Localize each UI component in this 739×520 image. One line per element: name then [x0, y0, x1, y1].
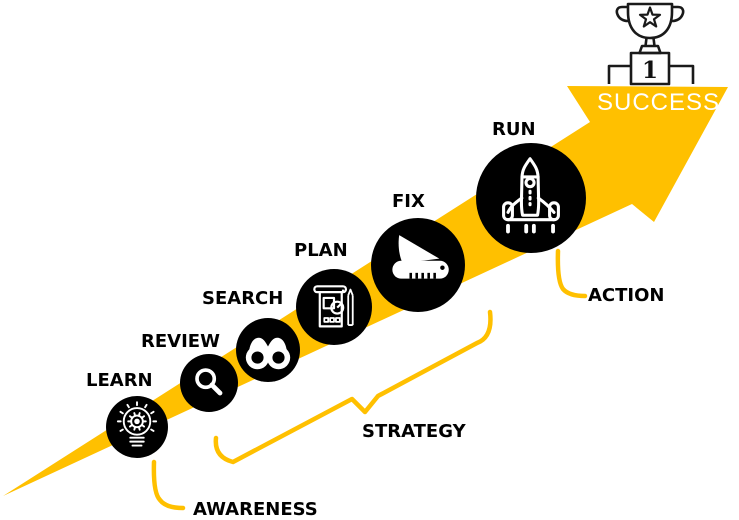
- awareness-connector-line: [151, 459, 186, 511]
- step-label-run: RUN: [492, 119, 536, 140]
- step-label-search: SEARCH: [202, 288, 284, 309]
- podium-left-step: [607, 64, 631, 84]
- podium-rank-number: 1: [642, 57, 658, 84]
- trophy-star: [638, 6, 662, 28]
- step-circle-review: [180, 354, 238, 412]
- success-label: SUCCESS: [597, 89, 721, 116]
- trophy-podium-icon: 1: [607, 2, 695, 86]
- phase-label-action: ACTION: [588, 285, 665, 306]
- step-circle-plan: [296, 269, 372, 345]
- lightbulb-gear-icon: [116, 401, 158, 447]
- action-connector-line: [555, 248, 588, 299]
- trophy-cup: [626, 2, 674, 40]
- strategy-brace: [213, 309, 493, 465]
- trophy-right-handle: [671, 5, 685, 23]
- step-label-review: REVIEW: [141, 331, 220, 352]
- step-label-fix: FIX: [392, 191, 425, 212]
- step-label-plan: PLAN: [294, 240, 348, 261]
- podium-right-step: [669, 64, 695, 84]
- binoculars-icon: [245, 337, 291, 370]
- rocket-icon: [502, 157, 560, 234]
- phase-label-awareness: AWARENESS: [193, 499, 318, 520]
- magnifying-glass-icon: [195, 368, 223, 396]
- trophy-left-handle: [615, 5, 629, 23]
- step-label-learn: LEARN: [86, 370, 153, 391]
- step-circle-run: [476, 143, 586, 253]
- pocket-knife-icon: [392, 235, 449, 279]
- blueprint-pencil-icon: [313, 285, 354, 328]
- trophy-stem: [644, 37, 656, 47]
- step-circle-search: [236, 318, 300, 382]
- step-circle-fix: [371, 218, 465, 312]
- step-circle-learn: [106, 396, 168, 458]
- podium-first-block: [629, 51, 671, 86]
- phase-label-strategy: STRATEGY: [362, 421, 466, 442]
